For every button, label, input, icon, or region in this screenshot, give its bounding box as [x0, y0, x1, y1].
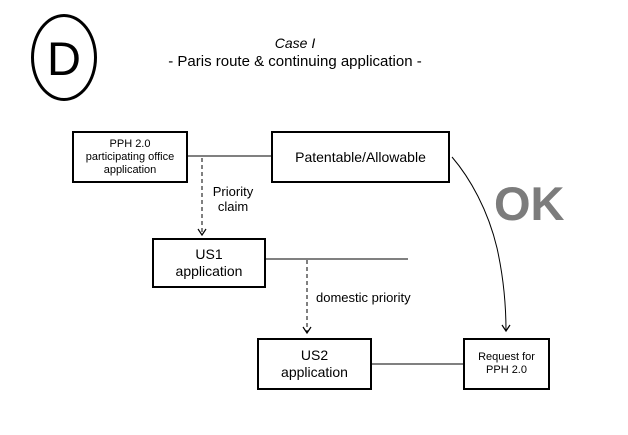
box-us2-application: US2 application [257, 338, 372, 390]
box-us2-line1: US2 [300, 347, 329, 363]
priority-claim-line1: Priority [212, 184, 254, 199]
box-us2-line2: application [281, 364, 348, 380]
box-request-line1: Request for [478, 351, 535, 363]
title-case-number: Case I [274, 35, 316, 51]
box-us1-line1: US1 [195, 246, 223, 262]
case-badge-letter: D [47, 32, 81, 85]
case-badge-circle: D [31, 14, 97, 101]
box-us1-application: US1 application [152, 238, 266, 288]
priority-claim-label: Priority claim [206, 184, 260, 214]
box-patentable-label: Patentable/Allowable [295, 148, 426, 165]
box-pph-participating-office: PPH 2.0 participating office application [72, 131, 188, 183]
box-request-line2: PPH 2.0 [486, 364, 527, 376]
title-subtitle: - Paris route & continuing application - [168, 53, 422, 70]
priority-claim-line2: claim [217, 199, 249, 214]
box-patentable-allowable: Patentable/Allowable [271, 131, 450, 183]
domestic-priority-label: domestic priority [316, 290, 411, 305]
ok-label: OK [494, 177, 565, 230]
box-pph-line2: participating office [85, 150, 175, 163]
box-pph-line1: PPH 2.0 [109, 137, 151, 150]
box-us1-line2: application [175, 263, 243, 279]
patentable-to-request-curve-arrow [451, 156, 511, 333]
box-pph-line3: application [103, 163, 157, 176]
box-request-for-pph: Request for PPH 2.0 [463, 338, 550, 390]
slide-title: Case I - Paris route & continuing applic… [90, 34, 500, 71]
